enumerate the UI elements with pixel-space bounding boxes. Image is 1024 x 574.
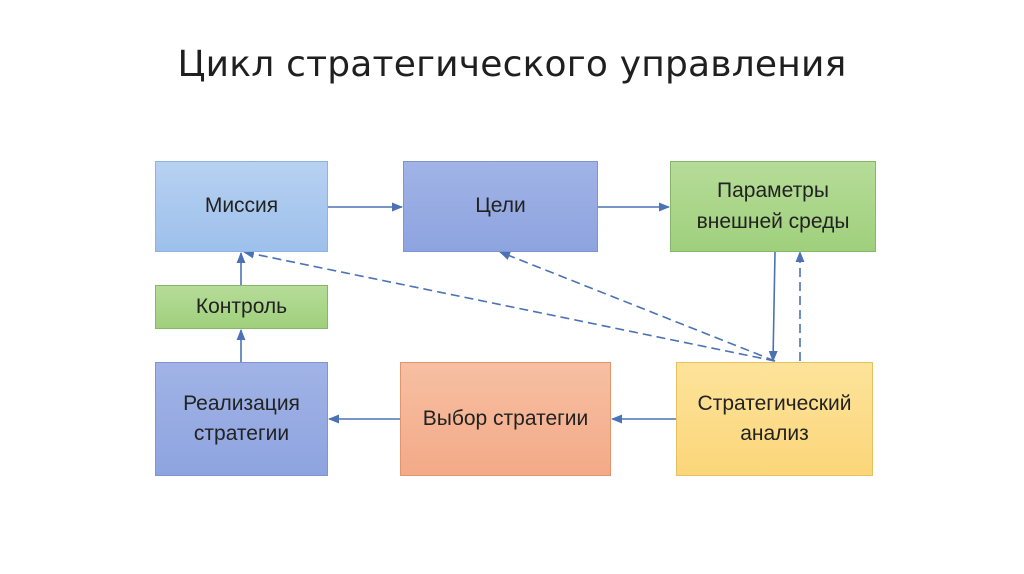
goals-label: Цели <box>475 194 526 218</box>
strategy-realization-box: Реализация стратегии <box>155 362 328 476</box>
strategy-realization-label-line1: Реализация <box>183 391 300 415</box>
environment-parameters-box: Параметры внешней среды <box>670 161 876 252</box>
dashed-arrow-analysis-to-goals <box>498 251 776 362</box>
control-label: Контроль <box>195 294 288 318</box>
strategy-choice-box: Выбор стратегии <box>400 362 611 476</box>
goals-box: Цели <box>403 161 598 252</box>
mission-label: Миссия <box>204 194 279 218</box>
arrow-params-to-analysis <box>768 251 778 363</box>
strategic-analysis-label-line1: Стратегический <box>697 391 852 415</box>
environment-parameters-label-line1: Параметры <box>717 179 829 203</box>
dashed-arrow-analysis-to-mission <box>242 249 776 362</box>
control-box: Контроль <box>155 285 328 329</box>
strategy-realization-label-line2: стратегии <box>193 422 290 445</box>
strategy-choice-label: Выбор стратегии <box>422 406 589 430</box>
page-title: Цикл стратегического управления <box>177 44 847 85</box>
environment-parameters-label-line2: внешней среды <box>696 209 850 233</box>
strategic-analysis-label-line2: анализ <box>740 422 809 445</box>
mission-box: Миссия <box>155 161 328 252</box>
strategic-analysis-box: Стратегический анализ <box>676 362 873 476</box>
